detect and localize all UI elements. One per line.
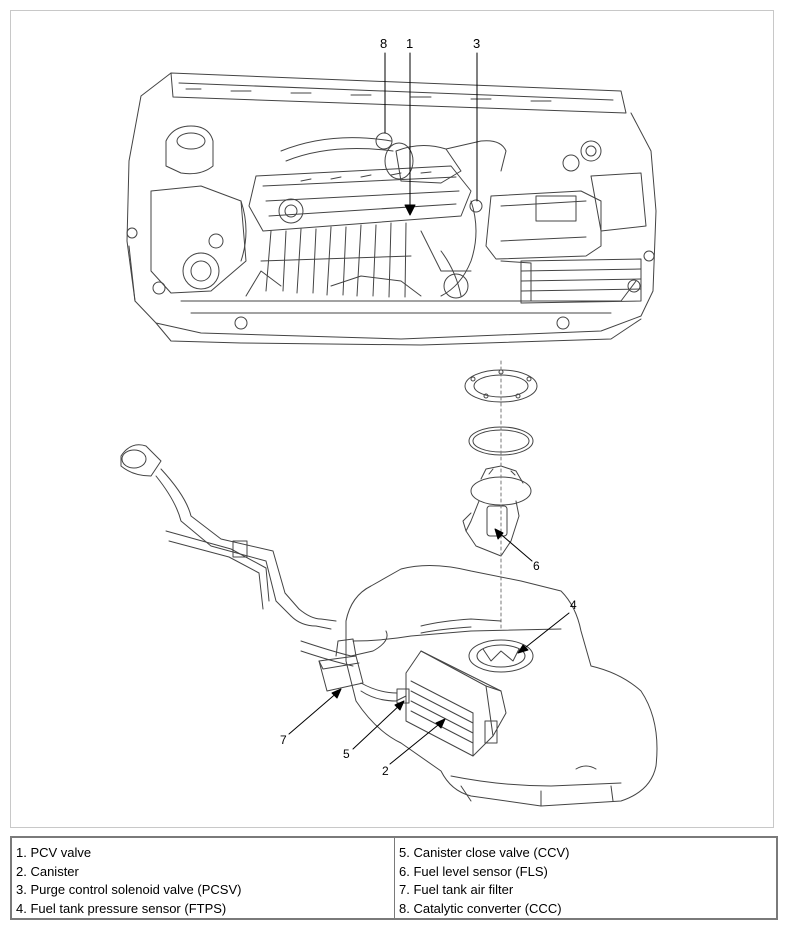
engine-bay <box>126 72 657 346</box>
callout-labels: 8 1 3 6 4 7 5 2 <box>280 36 577 778</box>
fuel-pump-assembly <box>462 360 538 632</box>
callout-7: 7 <box>280 733 287 747</box>
callout-2: 2 <box>382 764 389 778</box>
legend-item: 5. Canister close valve (CCV) <box>399 845 570 860</box>
legend-item: 1. PCV valve <box>16 845 92 860</box>
legend-item: 8. Catalytic converter (CCC) <box>399 900 562 916</box>
legend-table: 1. PCV valve 2. Canister 3. Purge contro… <box>10 836 778 920</box>
legend-item: 6. Fuel level sensor (FLS) <box>399 863 548 879</box>
callout-1: 1 <box>406 36 413 51</box>
callout-8: 8 <box>380 36 387 51</box>
legend-column-left: 1. PCV valve 2. Canister 3. Purge contro… <box>12 838 394 918</box>
tank-callout-leaders <box>288 612 570 765</box>
legend-item: 4. Fuel tank pressure sensor (FTPS) <box>16 900 227 916</box>
diagram-figure: 8 1 3 6 4 7 5 2 <box>10 10 774 828</box>
legend-item: 7. Fuel tank air filter <box>399 882 514 897</box>
legend-column-right: 5. Canister close valve (CCV) 6. Fuel le… <box>394 838 776 918</box>
filler-neck <box>120 444 502 704</box>
callout-5: 5 <box>343 747 350 761</box>
fuel-tank <box>345 564 658 807</box>
engine-callout-leaders <box>384 52 478 216</box>
legend-item: 2. Canister <box>16 863 79 879</box>
fls-callout-leader <box>494 528 533 562</box>
diagram-drawing: 8 1 3 6 4 7 5 2 <box>120 36 658 807</box>
callout-4: 4 <box>570 598 577 612</box>
callout-6: 6 <box>533 559 540 573</box>
canister <box>405 650 507 757</box>
legend-item: 3. Purge control solenoid valve (PCSV) <box>16 882 242 897</box>
callout-3: 3 <box>473 36 480 51</box>
